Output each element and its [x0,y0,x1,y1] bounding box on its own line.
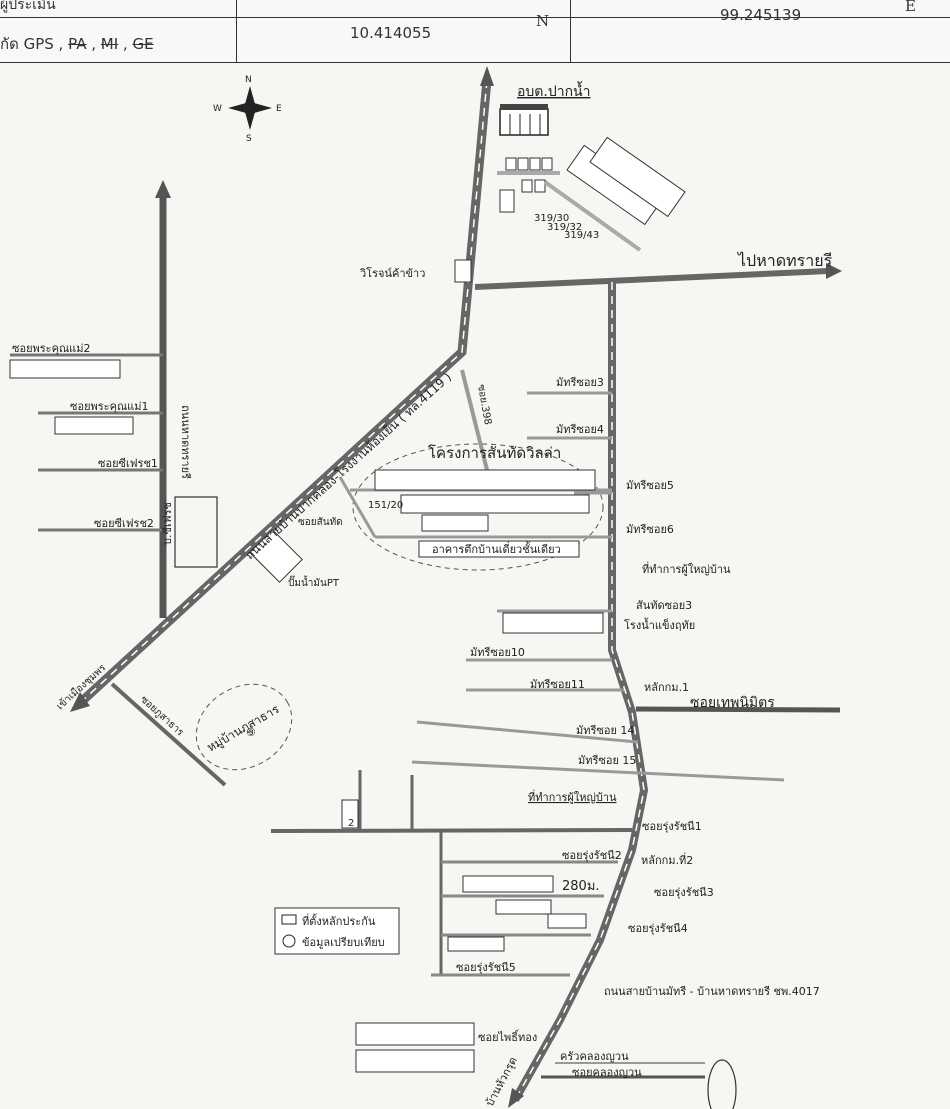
label-headman-office2: ที่ทำการผู้ใหญ่บ้าน [528,789,617,804]
header-label: ผู้ประเมิน [0,0,56,13]
label-rungrat4: ซอยรุ่งรัชนี4 [628,922,688,935]
latitude-unit: N [536,12,550,30]
label-soi-seafresh2: ซอยซีเฟรช2 [94,517,154,530]
label-mattri10: มัทรีซอย10 [470,646,525,659]
label-north-road: ถนนหาดทรายรี [179,405,192,479]
label-soi-santad: ซอยสันทัด [298,517,343,528]
label-km2: หลักกม.ที่2 [641,852,693,867]
header-cell-gps [0,17,238,63]
label-rice-mill: วิโรจน์ค้าข้าว [359,266,425,280]
header-cell-lon [570,17,950,63]
compass-n: N [245,75,252,85]
label-headman-office: ที่ทำการผู้ใหญ่บ้าน [642,561,731,576]
label-ice-factory: โรงน้ำแข็งฤทัย [624,617,695,632]
legend-comparison-icon [282,934,296,948]
compass-w: W [213,104,222,114]
latitude-value: 10.414055 [350,24,432,42]
label-mattri3: มัทรีซอย3 [556,376,604,389]
label-mattri5: มัทรีซอย5 [626,479,674,492]
compass-rose: N S E W [213,75,282,144]
label-soi-phrakhun1: ซอยพระคุณแม่1 [70,400,149,413]
label-village-phusathan: หมู่บ้านภูสาธาร [205,702,283,756]
longitude-value: 99.245139 [720,6,802,24]
compass-e: E [276,104,282,114]
road-4017 [508,282,649,1108]
road-to-beach [474,263,842,290]
compass-s: S [246,134,252,144]
label-soi-phusathan: ซอยภูสาธาร [138,694,186,739]
arrow-to-chumphon [70,692,90,712]
road-4119 [70,66,494,712]
label-mattri6: มัทรีซอย6 [626,523,674,536]
label-obt: อบต.ปากน้ำ [517,81,591,100]
label-road-4017: ถนนสายบ้านมัทรี - บ้านหาดทรายรี ชพ.4017 [604,985,820,998]
north-arrow-obt [480,66,494,86]
label-santad3: สันทัดซอย3 [636,599,692,612]
legend-item2: ข้อมูลเปรียบเทียบ [302,936,385,949]
label-seafresh-co: บ.ซีเฟรช [161,502,174,545]
villa-project-outline [352,443,604,571]
seafresh-box [174,496,218,568]
label-road-4119: ถนนสายบ้านปากคลอง-โรงงานห้องเย็น ( ทล.41… [242,369,454,562]
label-soi-khlong: ซอยคลองญวน [572,1066,642,1079]
label-single-house: อาคารตึกบ้านเดี่ยวชั้นเดียว [432,541,561,556]
marker-2: 2 [348,818,354,829]
label-to-beach: ไปหาดทรายรี [736,251,833,270]
label-rungrat2: ซอยรุ่งรัชนี2 [562,849,622,862]
label-soi-phrakhun2: ซอยพระคุณแม่2 [12,342,91,355]
label-soi-thepnimit: ซอยเทพนิมิตร [690,695,775,711]
label-mattri4: มัทรีซอย4 [556,423,604,436]
header-cell-lat [236,17,572,63]
label-soi-seafresh1: ซอยซีเฟรช1 [98,457,158,470]
label-km1: หลักกม.1 [644,681,689,694]
label-mattri14: มัทรีซอย 14 [576,724,634,737]
label-319-43: 319/43 [564,230,599,241]
label-rungrat5: ซอยรุ่งรัชนี5 [456,961,516,974]
header-gps-prefix: กัด GPS , PA , MI , GE [0,35,154,53]
longitude-unit: E [905,0,916,15]
obt-building-icon [499,104,549,136]
label-village-no: ③ [246,726,256,739]
label-soi-398: ซอย.398 [475,384,493,426]
legend-item1: ที่ตั้งหลักประกัน [302,913,376,928]
label-rungrat1: ซอยรุ่งรัชนี1 [642,820,702,833]
label-khrua-khlong: ครัวคลองญวน [560,1050,629,1063]
label-dist-280: 280ม. [562,879,600,894]
label-319-32: 319/32 [547,222,582,233]
hadsai-north-road [155,180,171,618]
label-mattri11: มัทรีซอย11 [530,678,585,691]
label-rungrat3: ซอยรุ่งรัชนี3 [654,886,714,899]
label-151-20: 151/20 [368,500,403,511]
map-legend: ที่ตั้งหลักประกัน ข้อมูลเปรียบเทียบ [274,907,400,955]
phusathan-village-outline [195,683,293,771]
legend-collateral-icon [281,914,297,925]
townhouse-blocks [9,136,686,1073]
label-villa-project: โครงการสันทัดวิลล่า [428,444,561,462]
coordinate-header: ผู้ประเมิน กัด GPS , PA , MI , GE 10.414… [0,0,950,64]
label-319-30: 319/30 [534,213,569,224]
label-soi-phaithong: ซอยไพธิ์ทอง [478,1029,537,1044]
soi-thepnimit-road [635,706,841,713]
label-mattri15: มัทรีซอย 15 [578,754,636,767]
label-pt-pump: ปั๊มน้ำมันPT [288,575,340,589]
